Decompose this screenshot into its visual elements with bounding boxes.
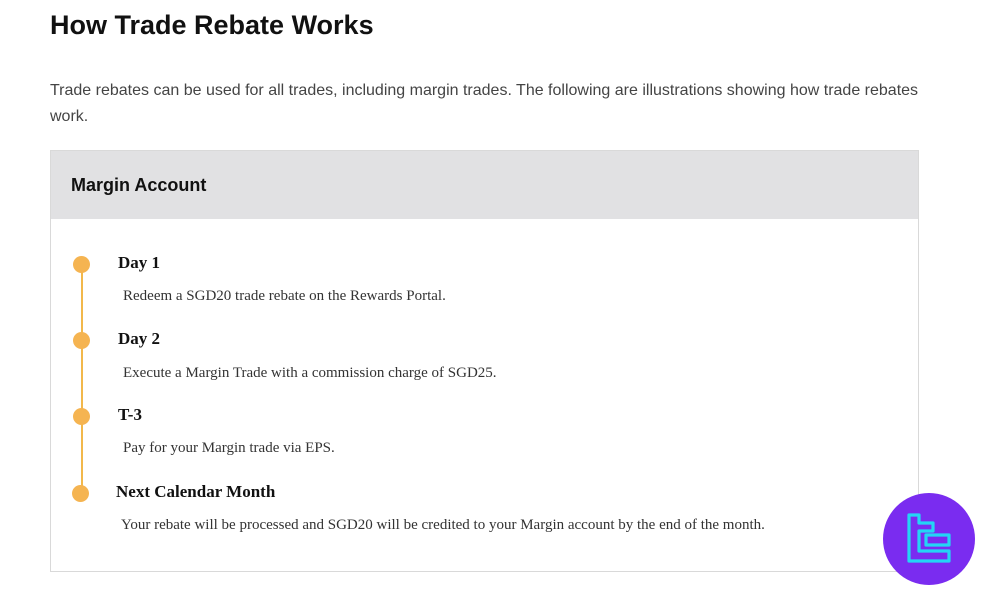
timeline-line (81, 264, 83, 493)
step-description: Your rebate will be processed and SGD20 … (121, 517, 765, 533)
margin-account-card: Margin Account Day 1 Redeem a SGD20 trad… (50, 150, 919, 572)
timeline-dot (73, 256, 90, 273)
step-title: T-3 (118, 405, 142, 424)
timeline-dot (72, 485, 89, 502)
card-title: Margin Account (71, 174, 207, 195)
tc-logo-glyph (907, 513, 951, 563)
card-header: Margin Account (51, 151, 918, 219)
step-description: Pay for your Margin trade via EPS. (123, 440, 335, 456)
timeline-dot (73, 408, 90, 425)
step-description: Redeem a SGD20 trade rebate on the Rewar… (123, 288, 446, 304)
step-description: Execute a Margin Trade with a commission… (123, 365, 497, 381)
step-title: Day 2 (118, 329, 161, 348)
step-title: Next Calendar Month (116, 482, 276, 501)
tc-logo-icon (883, 493, 975, 585)
step-title: Day 1 (118, 253, 161, 272)
timeline-dot (73, 332, 90, 349)
page-title: How Trade Rebate Works (50, 10, 374, 40)
intro-text: Trade rebates can be used for all trades… (50, 82, 919, 125)
